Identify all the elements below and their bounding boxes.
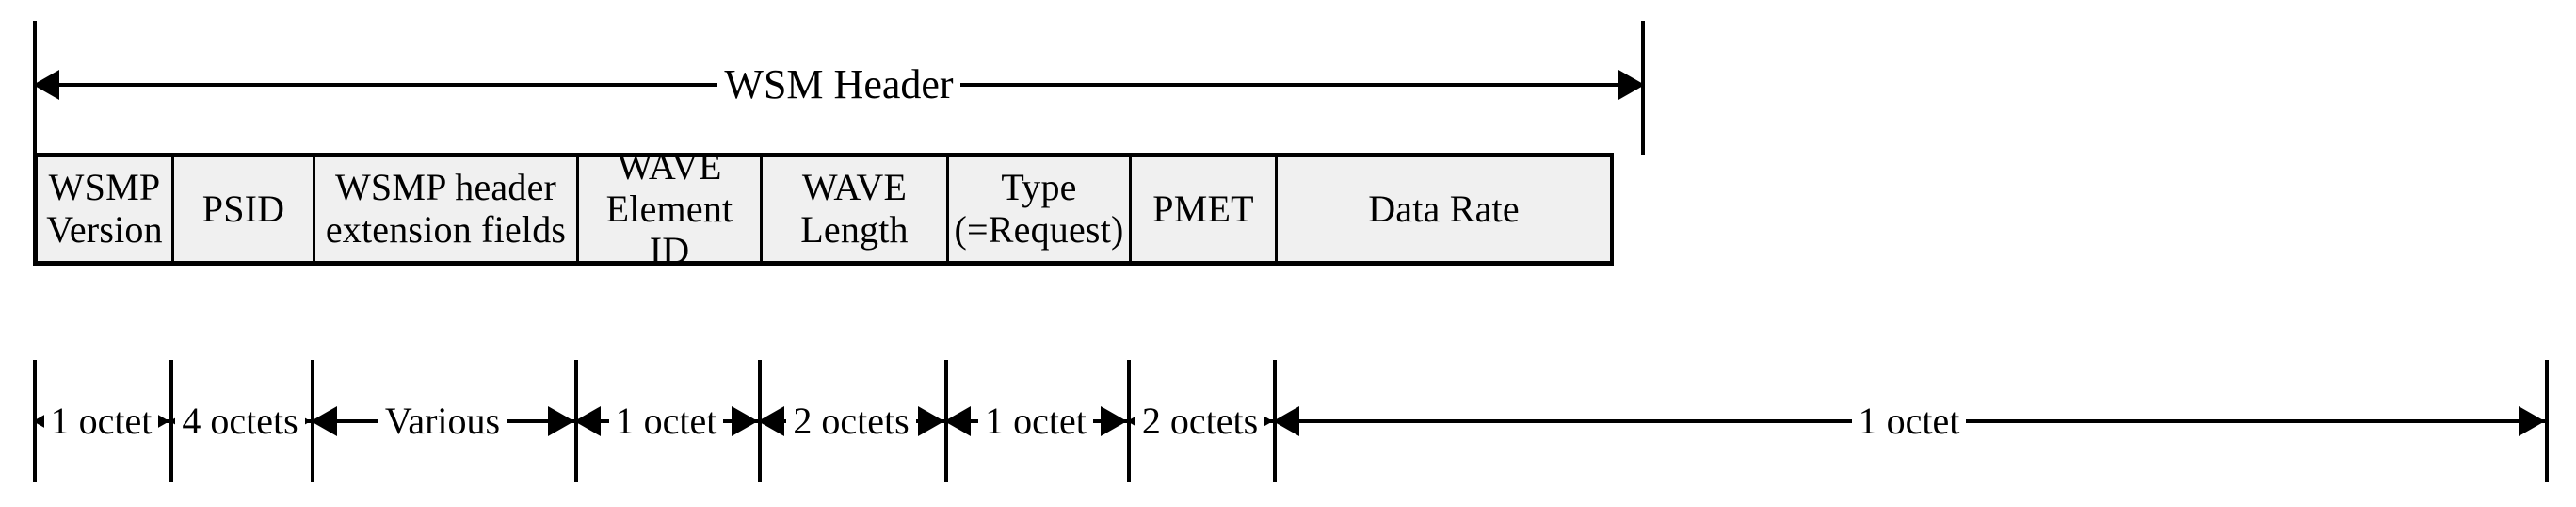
size-arrow-left-head (1273, 406, 1299, 436)
size-arrow-right-head (1101, 406, 1127, 436)
size-arrow-wave-element-id: 1 octet (574, 388, 758, 454)
size-label-wave-element-id: 1 octet (608, 402, 724, 440)
size-label-pmet: 2 octets (1135, 402, 1265, 440)
field-label-type-request: Type (=Request) (954, 166, 1124, 251)
size-arrow-wsmp-version: 1 octet (33, 388, 169, 454)
size-label-wsmp-header-extension-fields: Various (378, 402, 507, 440)
size-arrow-type-request: 1 octet (944, 388, 1127, 454)
field-label-data-rate: Data Rate (1368, 187, 1520, 230)
size-arrow-psid: 4 octets (169, 388, 311, 454)
size-arrow-left-head (758, 406, 784, 436)
size-arrow-left-head (311, 406, 337, 436)
wsm-header-span-label: WSM Header (717, 64, 960, 106)
size-label-type-request: 1 octet (978, 402, 1093, 440)
size-label-wave-length: 2 octets (786, 402, 916, 440)
size-arrow-left-head (944, 406, 971, 436)
field-label-wsmp-header-extension-fields: WSMP header extension fields (325, 166, 567, 251)
field-box-psid[interactable]: PSID (174, 157, 315, 261)
size-arrow-pmet: 2 octets (1127, 388, 1273, 454)
field-boxes-row: WSMP Version PSID WSMP header extension … (33, 145, 1614, 271)
field-label-wave-length: WAVE Length (800, 166, 909, 251)
field-box-wave-length[interactable]: WAVE Length (763, 157, 949, 261)
wsm-header-span-arrow: WSM Header (33, 47, 1645, 123)
field-label-psid: PSID (201, 187, 285, 230)
size-arrow-wsmp-header-extension-fields: Various (311, 388, 574, 454)
field-box-wsmp-version[interactable]: WSMP Version (38, 157, 174, 261)
size-arrow-right-head (2519, 406, 2545, 436)
size-arrow-right-head (548, 406, 574, 436)
field-label-wsmp-version: WSMP Version (46, 166, 163, 251)
size-arrow-right-head (918, 406, 944, 436)
field-label-wave-element-id: WAVE Element ID (605, 144, 733, 272)
field-box-type-request[interactable]: Type (=Request) (949, 157, 1132, 261)
span-arrow-right-head (1618, 70, 1645, 100)
size-label-wsmp-version: 1 octet (43, 402, 159, 440)
span-arrow-left-head (33, 70, 59, 100)
size-arrow-wave-length: 2 octets (758, 388, 944, 454)
size-label-psid: 4 octets (175, 402, 305, 440)
size-cap-8 (2545, 360, 2549, 482)
field-label-pmet: PMET (1152, 187, 1254, 230)
field-box-wave-element-id[interactable]: WAVE Element ID (579, 145, 763, 271)
field-box-wsmp-header-extension-fields[interactable]: WSMP header extension fields (315, 157, 579, 261)
size-arrow-data-rate: 1 octet (1273, 388, 2545, 454)
size-label-data-rate: 1 octet (1851, 402, 1967, 440)
size-arrow-right-head (732, 406, 758, 436)
field-box-pmet[interactable]: PMET (1132, 157, 1278, 261)
field-box-data-rate[interactable]: Data Rate (1278, 157, 1610, 261)
size-arrow-left-head (574, 406, 601, 436)
